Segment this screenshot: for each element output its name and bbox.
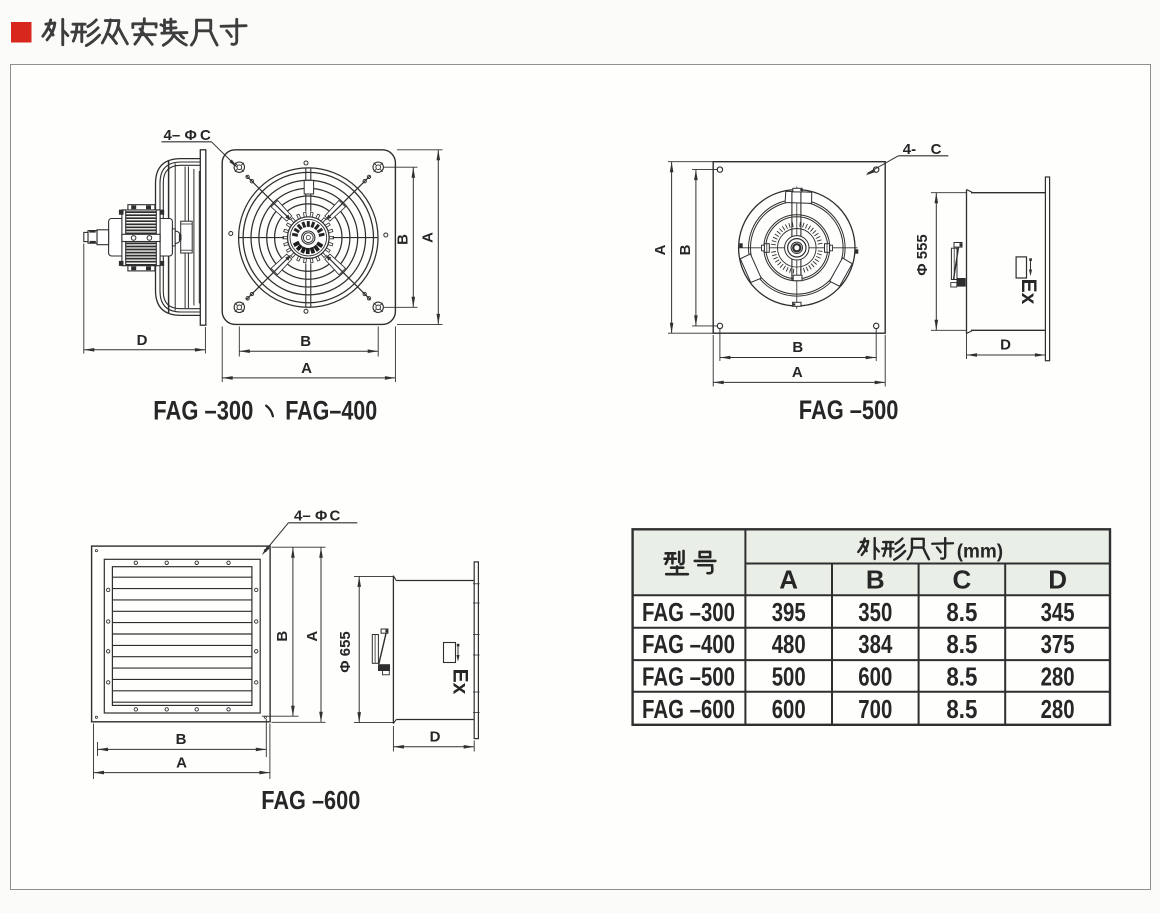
svg-text:8.5: 8.5 xyxy=(946,694,977,724)
svg-text:A: A xyxy=(301,360,312,377)
svg-text:8.5: 8.5 xyxy=(946,597,977,627)
svg-text:8.5: 8.5 xyxy=(946,629,977,659)
svg-text:Φ 655: Φ 655 xyxy=(337,631,354,673)
svg-text:Φ: Φ xyxy=(185,127,197,144)
svg-text:Ex: Ex xyxy=(449,669,472,695)
svg-text:C: C xyxy=(953,565,972,595)
svg-text:A: A xyxy=(792,364,803,381)
svg-text:D: D xyxy=(430,729,441,746)
svg-text:280: 280 xyxy=(1041,694,1075,724)
svg-text:384: 384 xyxy=(858,629,892,659)
svg-text:4-: 4- xyxy=(903,141,916,158)
svg-text:D: D xyxy=(137,332,148,349)
svg-text:A: A xyxy=(176,754,187,771)
svg-text:B: B xyxy=(274,631,291,642)
svg-text:B: B xyxy=(677,244,694,255)
svg-text:C: C xyxy=(931,141,942,158)
svg-text:FAG –400: FAG –400 xyxy=(642,629,735,659)
svg-text:FAG –300: FAG –300 xyxy=(153,396,253,426)
svg-text:FAG –500: FAG –500 xyxy=(799,395,899,425)
svg-text:FAG –600: FAG –600 xyxy=(261,787,360,815)
svg-text:FAG –500: FAG –500 xyxy=(642,662,735,692)
svg-text:Φ 555: Φ 555 xyxy=(914,234,931,276)
svg-text:480: 480 xyxy=(772,629,806,659)
svg-text:4–: 4– xyxy=(294,507,311,524)
svg-text:B: B xyxy=(866,565,885,595)
svg-text:D: D xyxy=(1048,565,1067,595)
svg-text:4–: 4– xyxy=(164,127,181,144)
svg-text:8.5: 8.5 xyxy=(946,662,977,692)
svg-text:B: B xyxy=(792,339,803,356)
svg-text:350: 350 xyxy=(858,597,892,627)
svg-text:A: A xyxy=(652,244,669,255)
svg-text:B: B xyxy=(176,731,187,748)
svg-text:600: 600 xyxy=(772,694,806,724)
svg-text:395: 395 xyxy=(772,597,806,627)
svg-text:C: C xyxy=(200,127,211,144)
svg-text:600: 600 xyxy=(858,662,892,692)
svg-text:700: 700 xyxy=(858,694,892,724)
svg-text:A: A xyxy=(420,232,437,243)
svg-text:280: 280 xyxy=(1041,662,1075,692)
svg-text:A: A xyxy=(304,631,321,642)
svg-text:B: B xyxy=(300,333,311,350)
svg-text:C: C xyxy=(330,507,341,524)
svg-text:B: B xyxy=(395,234,412,245)
svg-text:Φ: Φ xyxy=(315,507,327,524)
svg-text:FAG–400: FAG–400 xyxy=(285,396,377,426)
svg-text:A: A xyxy=(779,565,798,595)
svg-text:500: 500 xyxy=(772,662,806,692)
svg-text:FAG –600: FAG –600 xyxy=(642,694,735,724)
svg-text:FAG –300: FAG –300 xyxy=(642,597,735,627)
svg-text:(mm): (mm) xyxy=(957,542,1003,563)
svg-text:D: D xyxy=(1000,337,1011,354)
svg-text:375: 375 xyxy=(1041,629,1075,659)
svg-text:Ex: Ex xyxy=(1017,279,1040,305)
svg-text:345: 345 xyxy=(1041,597,1075,627)
